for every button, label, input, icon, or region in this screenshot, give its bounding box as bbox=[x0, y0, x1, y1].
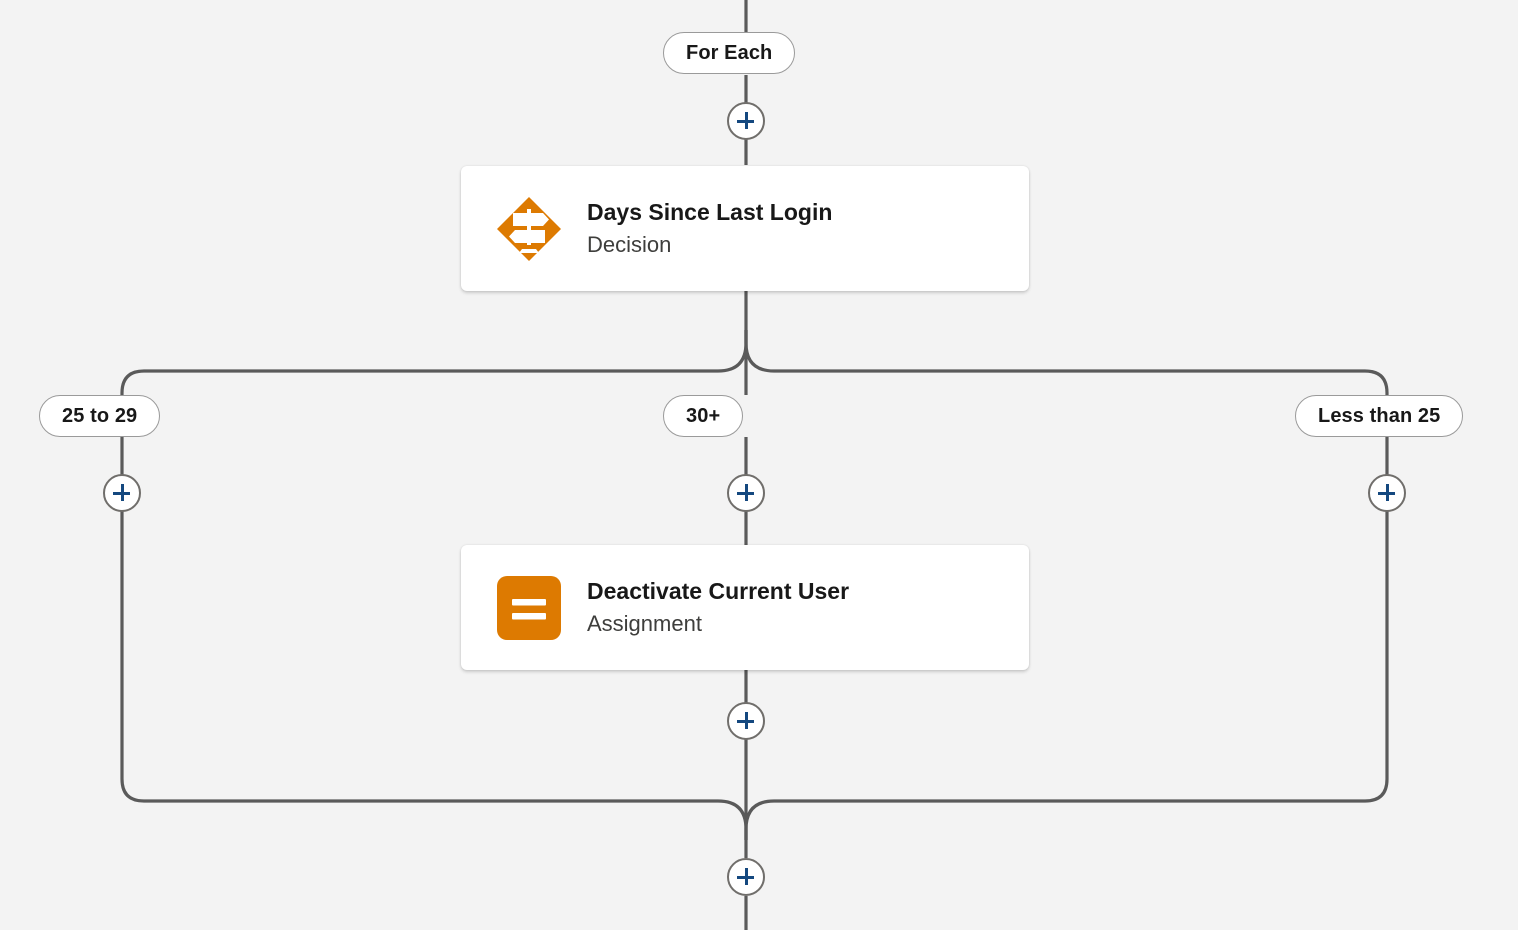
flow-element-decision[interactable]: Days Since Last Login Decision bbox=[461, 166, 1029, 291]
branch-label-25-to-29[interactable]: 25 to 29 bbox=[39, 395, 161, 437]
branch-label-text: 30+ bbox=[686, 404, 721, 427]
assignment-equals-icon bbox=[495, 574, 563, 642]
assignment-subtitle: Assignment bbox=[587, 610, 702, 636]
loop-label-for-each[interactable]: For Each bbox=[663, 32, 796, 74]
add-element-button-branch-center[interactable] bbox=[727, 474, 765, 512]
decision-text-block: Days Since Last Login Decision bbox=[587, 198, 832, 260]
flow-element-assignment[interactable]: Deactivate Current User Assignment bbox=[461, 545, 1029, 670]
branch-label-text: Less than 25 bbox=[1318, 404, 1441, 427]
decision-signpost-icon bbox=[495, 195, 563, 263]
add-element-button-branch-left[interactable] bbox=[103, 474, 141, 512]
decision-subtitle: Decision bbox=[587, 231, 672, 257]
branch-label-30-plus[interactable]: 30+ bbox=[663, 395, 744, 437]
branch-label-text: 25 to 29 bbox=[62, 404, 138, 427]
add-element-button-after-merge[interactable] bbox=[727, 858, 765, 896]
connector-split-right bbox=[744, 330, 1389, 395]
loop-label-text: For Each bbox=[686, 41, 773, 64]
connector-split-left bbox=[120, 330, 748, 395]
add-element-button-branch-right[interactable] bbox=[1368, 474, 1406, 512]
decision-title: Days Since Last Login bbox=[587, 198, 833, 225]
assignment-text-block: Deactivate Current User Assignment bbox=[587, 577, 849, 639]
assignment-title: Deactivate Current User bbox=[587, 577, 850, 604]
add-element-button-after-assignment[interactable] bbox=[727, 702, 765, 740]
add-element-button-after-for-each[interactable] bbox=[727, 102, 765, 140]
branch-label-less-than-25[interactable]: Less than 25 bbox=[1295, 395, 1464, 437]
